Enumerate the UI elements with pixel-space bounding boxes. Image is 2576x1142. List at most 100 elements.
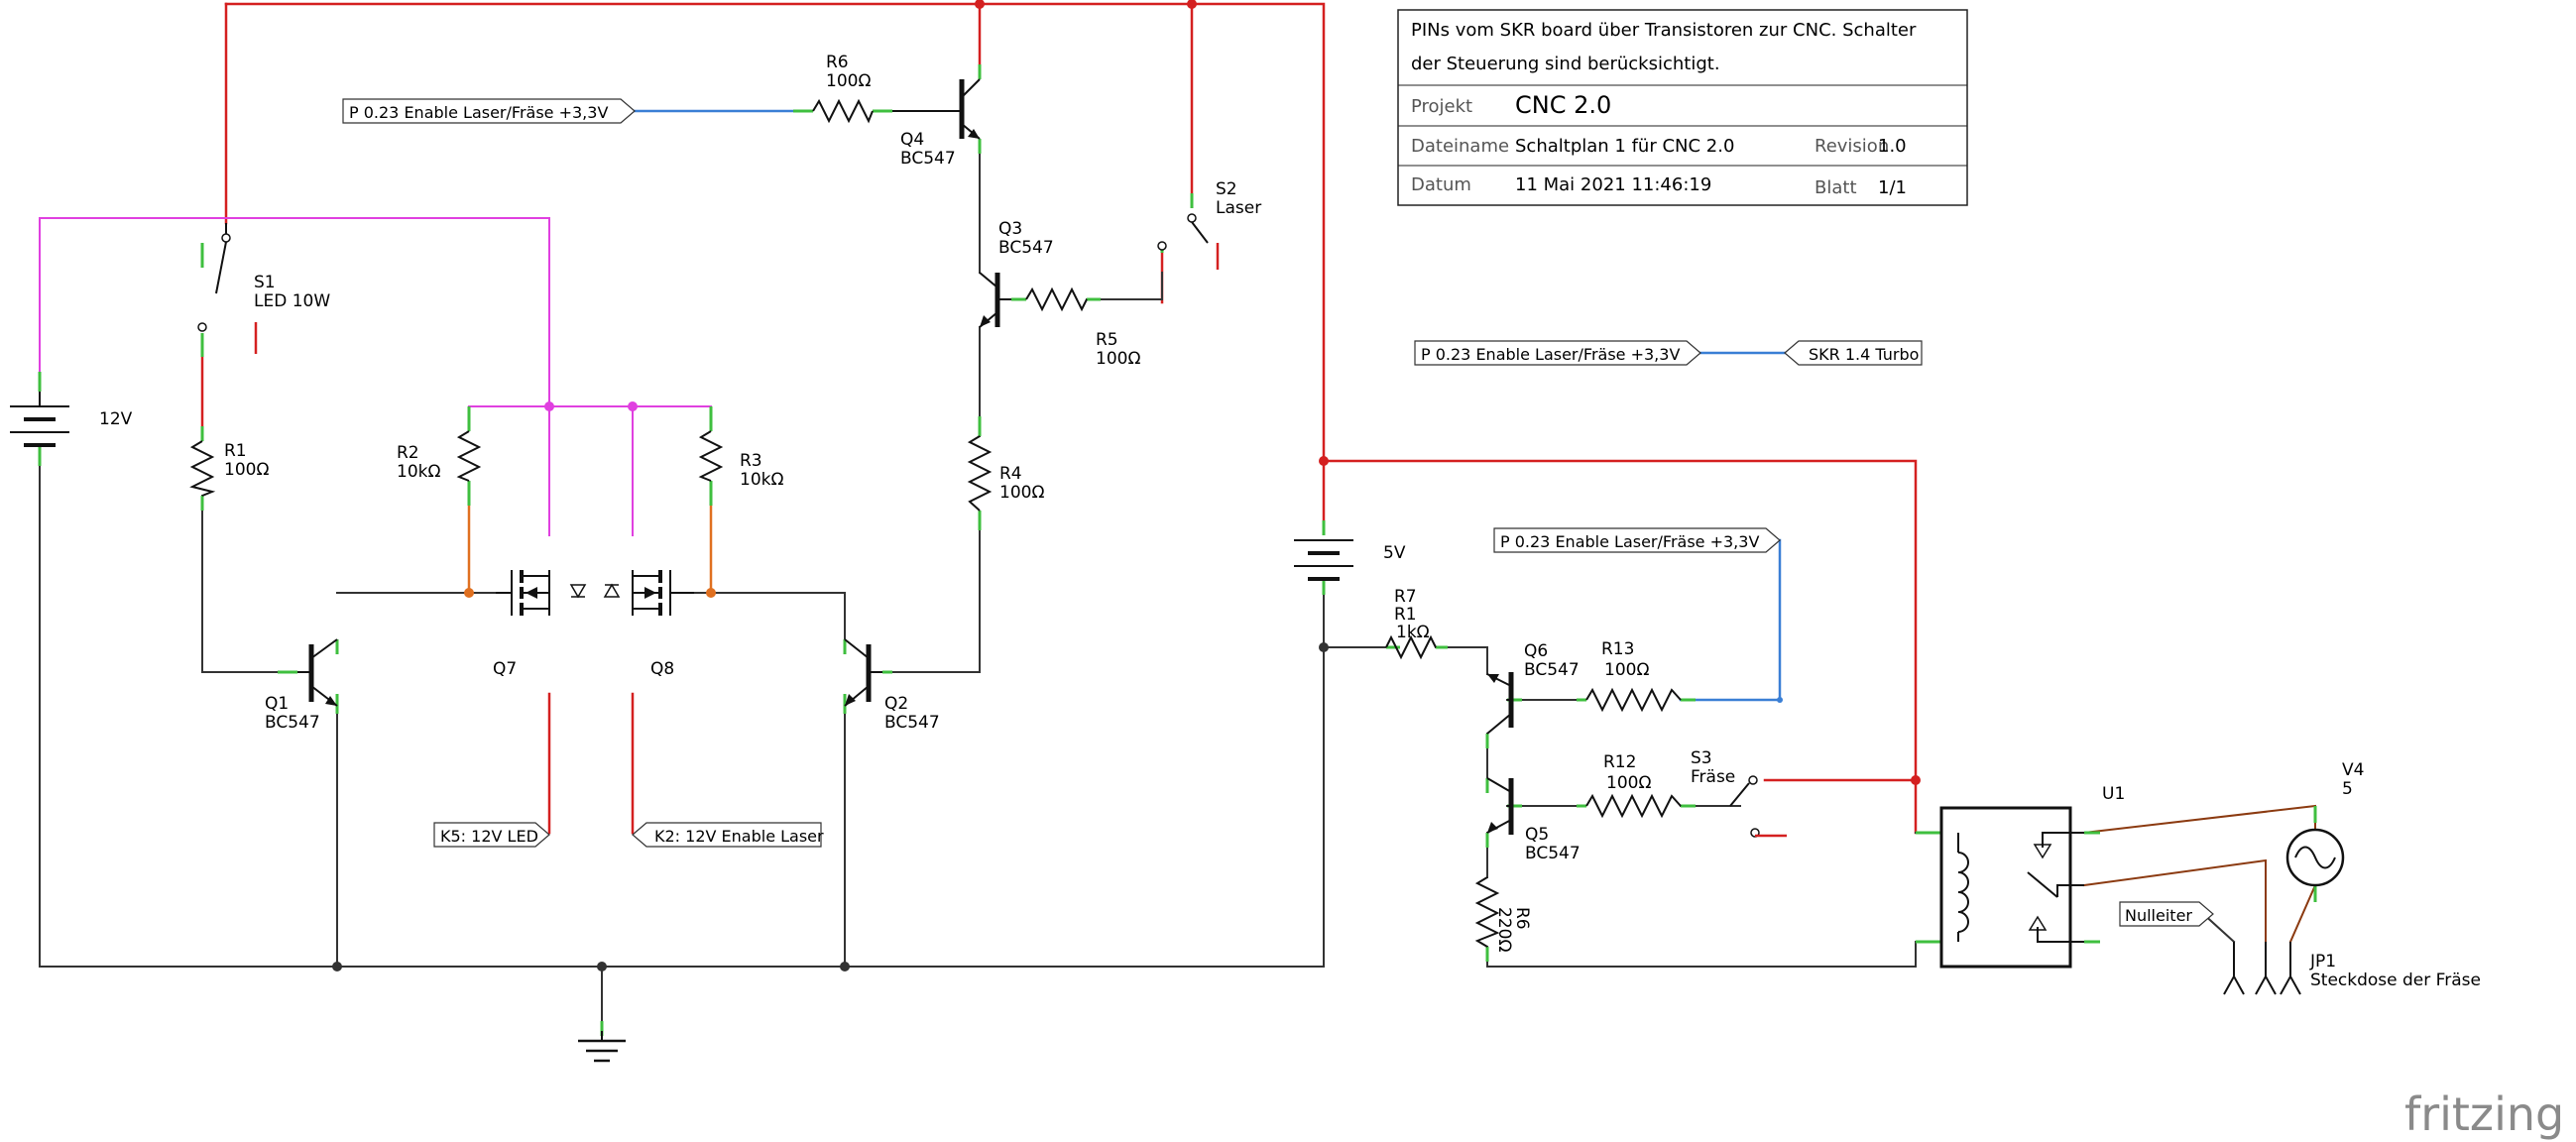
net-label-k2: K2: 12V Enable Laser xyxy=(632,822,824,848)
svg-text:S3: S3 xyxy=(1691,748,1712,768)
opto-mosfet-q8: Q8 xyxy=(603,570,694,679)
title-date-value: 11 Mai 2021 11:46:19 xyxy=(1515,174,1711,195)
svg-text:LED 10W: LED 10W xyxy=(254,291,330,311)
switch-s2: S2 Laser xyxy=(1157,179,1261,270)
svg-text:5: 5 xyxy=(2342,779,2353,799)
title-description-line1: PINs vom SKR board über Transistoren zur… xyxy=(1411,20,1917,41)
svg-text:R6: R6 xyxy=(1512,907,1532,930)
net-label-p023-mid: P 0.23 Enable Laser/Fräse +3,3V xyxy=(1414,340,1701,366)
svg-text:R5: R5 xyxy=(1096,330,1118,350)
svg-text:Q1: Q1 xyxy=(265,694,289,714)
socket-jp1: JP1 Steckdose der Fräse xyxy=(2223,942,2481,995)
transistor-q4: Q4 BC547 xyxy=(892,78,981,169)
svg-text:5V: 5V xyxy=(1383,543,1406,563)
title-filename-key: Dateiname xyxy=(1411,136,1509,157)
resistor-r5: R5 100Ω xyxy=(1025,286,1140,369)
svg-text:10kΩ: 10kΩ xyxy=(740,470,783,490)
svg-text:K5: 12V LED: K5: 12V LED xyxy=(440,827,538,846)
title-project-key: Projekt xyxy=(1411,96,1472,117)
svg-text:S2: S2 xyxy=(1216,179,1237,199)
net-label-k5: K5: 12V LED xyxy=(433,822,550,848)
svg-text:R12: R12 xyxy=(1603,752,1636,772)
svg-text:P 0.23 Enable Laser/Fräse +3,3: P 0.23 Enable Laser/Fräse +3,3V xyxy=(1500,532,1759,551)
opto-mosfet-q7: Q7 xyxy=(493,570,587,679)
pin-stubs xyxy=(38,64,2317,1036)
svg-text:BC547: BC547 xyxy=(1525,844,1581,863)
transistor-q5: Q5 BC547 xyxy=(1486,777,1581,863)
net-label-p023-right: P 0.23 Enable Laser/Fräse +3,3V xyxy=(1493,527,1781,553)
svg-text:fritzing: fritzing xyxy=(2404,1087,2564,1141)
svg-text:Q5: Q5 xyxy=(1525,825,1549,845)
title-revision-key: Revision xyxy=(1815,136,1889,157)
svg-text:BC547: BC547 xyxy=(884,713,940,733)
resistor-r6-top: R6 100Ω xyxy=(812,53,874,124)
svg-text:R6: R6 xyxy=(826,53,849,72)
resistor-r4: R4 100Ω xyxy=(967,435,1044,512)
title-project-value: CNC 2.0 xyxy=(1515,91,1611,119)
resistor-r3: R3 10kΩ xyxy=(698,430,783,490)
junctions xyxy=(332,0,1921,971)
switch-s3: S3 Fräse xyxy=(1691,748,1787,838)
transistor-q2: Q2 BC547 xyxy=(844,638,940,733)
svg-text:100Ω: 100Ω xyxy=(1604,660,1649,680)
ac-source-v4: V4 5 xyxy=(2285,760,2364,887)
svg-text:Q8: Q8 xyxy=(650,659,674,679)
svg-text:R1: R1 xyxy=(1394,605,1417,625)
net-label-p023-top: P 0.23 Enable Laser/Fräse +3,3V xyxy=(342,98,636,124)
svg-text:Laser: Laser xyxy=(1216,198,1261,218)
svg-text:1kΩ: 1kΩ xyxy=(1396,623,1430,642)
battery-5v: 5V xyxy=(1294,539,1406,581)
title-sheet-key: Blatt xyxy=(1815,177,1857,198)
svg-text:100Ω: 100Ω xyxy=(826,71,871,91)
title-description-line2: der Steuerung sind berücksichtigt. xyxy=(1411,54,1720,74)
svg-text:BC547: BC547 xyxy=(1524,660,1580,680)
switch-s1: S1 LED 10W xyxy=(197,223,330,354)
svg-text:100Ω: 100Ω xyxy=(1096,349,1140,369)
relay-u1: U1 xyxy=(1939,784,2125,969)
svg-text:Fräse: Fräse xyxy=(1691,767,1735,787)
svg-text:R3: R3 xyxy=(740,451,762,471)
svg-text:SKR 1.4 Turbo: SKR 1.4 Turbo xyxy=(1809,345,1919,364)
svg-text:10kΩ: 10kΩ xyxy=(397,462,440,482)
svg-text:Q2: Q2 xyxy=(884,694,908,714)
transistor-q3: Q3 BC547 xyxy=(979,219,1054,328)
svg-text:V4: V4 xyxy=(2342,760,2364,780)
wires xyxy=(39,2,2317,1032)
svg-text:R7: R7 xyxy=(1394,587,1417,607)
svg-text:S1: S1 xyxy=(254,273,276,292)
svg-text:P 0.23 Enable Laser/Fräse +3,3: P 0.23 Enable Laser/Fräse +3,3V xyxy=(1421,345,1680,364)
svg-text:U1: U1 xyxy=(2102,784,2125,804)
title-filename-value: Schaltplan 1 für CNC 2.0 xyxy=(1515,136,1734,157)
resistor-r13: R13 100Ω xyxy=(1585,639,1682,713)
transistor-q6: Q6 BC547 xyxy=(1486,641,1580,735)
svg-text:12V: 12V xyxy=(99,409,133,429)
battery-12v: 12V xyxy=(10,392,133,447)
resistor-r12: R12 100Ω xyxy=(1585,752,1682,819)
resistor-r7: R7 R1 1kΩ xyxy=(1385,587,1437,660)
svg-text:Q3: Q3 xyxy=(998,219,1022,239)
resistor-r2: R2 10kΩ xyxy=(397,430,482,482)
svg-text:220Ω: 220Ω xyxy=(1494,907,1514,952)
svg-text:P 0.23 Enable Laser/Fräse +3,3: P 0.23 Enable Laser/Fräse +3,3V xyxy=(349,103,608,122)
svg-text:BC547: BC547 xyxy=(265,713,320,733)
svg-text:100Ω: 100Ω xyxy=(1606,773,1651,793)
title-revision-value: 1.0 xyxy=(1878,136,1907,157)
title-date-key: Datum xyxy=(1411,174,1471,195)
ground-symbol xyxy=(578,1031,626,1063)
svg-text:Steckdose der Fräse: Steckdose der Fräse xyxy=(2310,971,2481,990)
svg-text:100Ω: 100Ω xyxy=(999,483,1044,503)
svg-text:100Ω: 100Ω xyxy=(224,460,269,480)
net-label-nulleiter: Nulleiter xyxy=(2119,901,2214,927)
svg-text:R4: R4 xyxy=(999,464,1022,484)
svg-text:K2: 12V Enable Laser: K2: 12V Enable Laser xyxy=(654,827,824,846)
svg-text:Q4: Q4 xyxy=(900,130,924,150)
svg-text:R2: R2 xyxy=(397,443,419,463)
svg-text:BC547: BC547 xyxy=(900,149,956,169)
svg-text:Q6: Q6 xyxy=(1524,641,1548,661)
svg-text:R1: R1 xyxy=(224,441,247,461)
svg-text:BC547: BC547 xyxy=(998,238,1054,258)
resistor-r6-bottom: R6 220Ω xyxy=(1474,876,1532,952)
title-block: PINs vom SKR board über Transistoren zur… xyxy=(1397,9,1968,206)
fritzing-logo: fritzing xyxy=(2404,1087,2564,1141)
